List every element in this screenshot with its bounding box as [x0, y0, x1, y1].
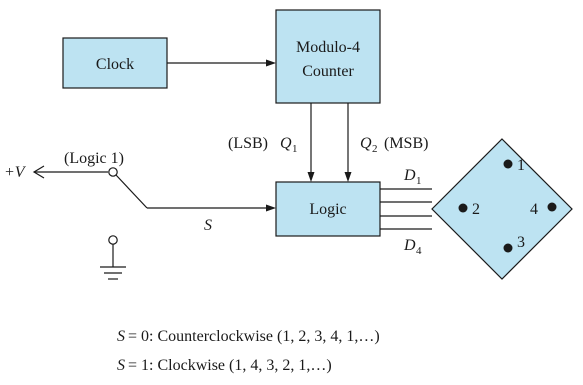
svg-text:2: 2: [372, 143, 378, 155]
s-arrow: [266, 204, 276, 212]
lamp-3: 3: [503, 234, 525, 253]
clock-arrow: [266, 59, 276, 67]
q2-label: Q 2: [360, 135, 378, 155]
q1-arrow: [307, 172, 315, 182]
switch-upper-contact: [108, 167, 118, 177]
svg-text:D: D: [403, 237, 416, 254]
ground-icon: [100, 244, 126, 280]
plus-v-label: +V: [4, 164, 27, 181]
caption-ccw: S= 0: Counterclockwise (1, 2, 3, 4, 1,…): [117, 328, 380, 345]
counter-label-line2: Counter: [302, 63, 354, 80]
d-bus-lines: [380, 188, 432, 230]
q2-arrow: [344, 172, 352, 182]
lsb-label: (LSB): [228, 135, 268, 152]
caption-cw: S= 1: Clockwise (1, 4, 3, 2, 1,…): [117, 357, 332, 374]
svg-text:4: 4: [530, 201, 538, 218]
svg-text:1: 1: [416, 175, 422, 187]
clock-block: Clock: [62, 37, 168, 89]
lamp-2: 2: [458, 201, 480, 218]
svg-text:D: D: [403, 167, 416, 184]
logic1-label: (Logic 1): [64, 150, 124, 167]
s-label: S: [204, 217, 212, 234]
svg-text:1: 1: [292, 143, 298, 155]
logic-block: Logic: [275, 181, 381, 237]
svg-text:Q: Q: [280, 135, 292, 152]
counter-block: Modulo-4 Counter: [275, 9, 381, 104]
lamp-display: [431, 138, 573, 280]
switch-blade: [115, 174, 148, 209]
svg-text:2: 2: [472, 201, 480, 218]
logic-label: Logic: [309, 201, 346, 218]
svg-text:1: 1: [517, 157, 525, 174]
d4-label: D 4: [403, 237, 422, 257]
msb-label: (MSB): [384, 135, 428, 152]
d1-label: D 1: [403, 167, 422, 187]
switch-lower-contact: [108, 235, 118, 245]
q1-label: Q 1: [280, 135, 298, 155]
plus-v-arrowhead: [32, 165, 45, 179]
lamp-1: 1: [503, 157, 525, 174]
counter-label-line1: Modulo-4: [296, 39, 360, 56]
lamp-4: 4: [530, 201, 557, 218]
svg-text:4: 4: [416, 245, 422, 257]
svg-text:3: 3: [517, 234, 525, 251]
clock-label: Clock: [96, 56, 134, 73]
svg-text:Q: Q: [360, 135, 372, 152]
